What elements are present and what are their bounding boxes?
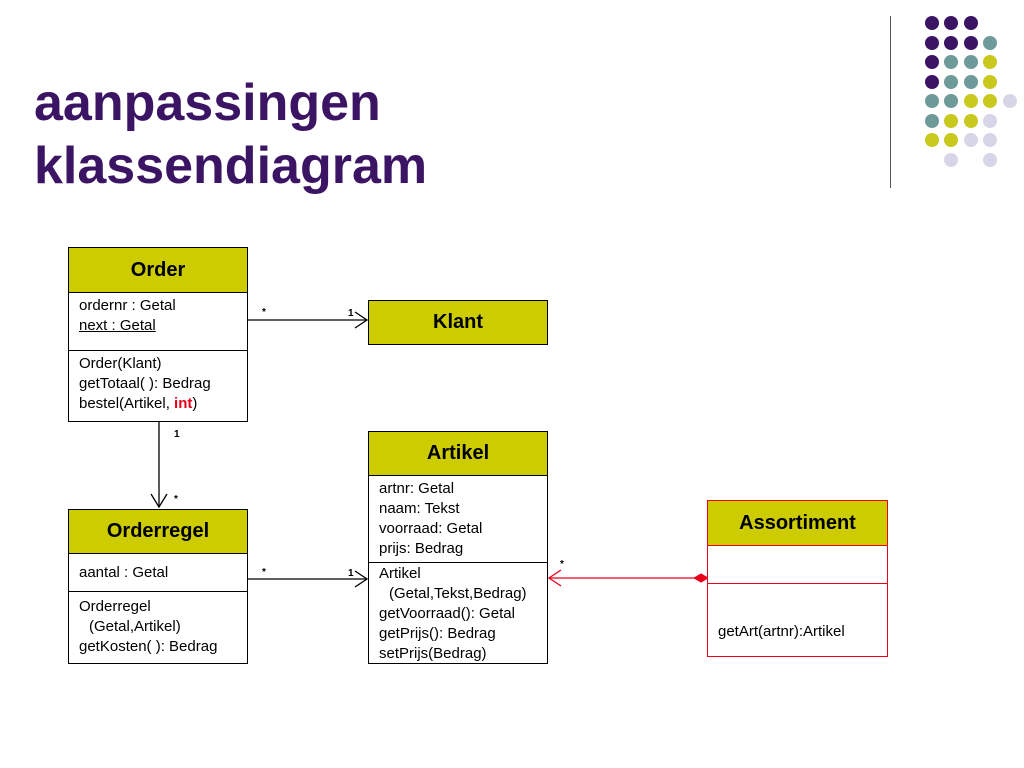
assortiment-artikel-arrowhead [547, 569, 562, 587]
artikel-op-constructor-params: (Getal,Tekst,Bedrag) [389, 585, 527, 602]
decorative-dot [924, 35, 939, 50]
order-op-bestel-suffix: ) [192, 395, 198, 412]
class-orderregel-attributes: aantal : Getal [69, 554, 247, 592]
class-artikel-name: Artikel [369, 432, 547, 476]
orderregel-op-constructor: Orderregel [79, 598, 151, 615]
class-orderregel-operations: Orderregel (Getal,Artikel) getKosten( ):… [69, 592, 247, 660]
decorative-dot [963, 74, 978, 89]
artikel-attr-artnr: artnr: Getal [379, 480, 455, 497]
assortiment-aggregation-diamond [692, 573, 710, 583]
artikel-op-getprijs: getPrijs(): Bedrag [379, 625, 496, 642]
decorative-dot [983, 113, 997, 128]
artikel-attr-voorraad: voorraad: Getal [379, 520, 483, 537]
mult-order-orderregel-from: 1 [174, 429, 180, 440]
decorative-dot [983, 74, 997, 89]
mult-order-klant-from: * [262, 307, 266, 318]
decorative-dot [944, 16, 958, 30]
decorative-dot [944, 55, 958, 69]
slide-title-line-2: klassendiagram [34, 137, 428, 195]
artikel-op-setprijs: setPrijs(Bedrag) [379, 645, 487, 662]
class-order: Order ordernr : Getal next : Getal Order… [68, 247, 248, 422]
class-assortiment: Assortiment getArt(artnr):Artikel [707, 500, 888, 657]
decorative-dot [963, 113, 978, 128]
artikel-op-getvoorraad: getVoorraad(): Getal [379, 605, 515, 622]
order-attr-ordernr: ordernr : Getal [79, 297, 176, 314]
order-orderregel-arrowhead [150, 493, 168, 509]
order-attr-next: next : Getal [79, 317, 156, 334]
orderregel-artikel-arrowhead [354, 570, 369, 588]
orderregel-op-getkosten: getKosten( ): Bedrag [79, 638, 218, 655]
order-op-constructor: Order(Klant) [79, 355, 162, 372]
decorative-dot [944, 152, 958, 167]
orderregel-op-constructor-params: (Getal,Artikel) [89, 618, 181, 635]
order-op-bestel: bestel(Artikel, int) [79, 394, 237, 414]
decorative-dot [924, 74, 939, 89]
artikel-op-constructor: Artikel [379, 565, 421, 582]
class-orderregel: Orderregel aantal : Getal Orderregel (Ge… [68, 509, 248, 664]
class-assortiment-attributes [708, 546, 887, 584]
mult-orderregel-artikel-to: 1 [348, 568, 354, 579]
decorative-dot [924, 94, 939, 108]
class-assortiment-name: Assortiment [708, 501, 887, 546]
decorative-dot [924, 16, 939, 30]
artikel-attr-naam: naam: Tekst [379, 500, 460, 517]
decorative-dot [1002, 94, 1017, 108]
mult-order-klant-to: 1 [348, 308, 354, 319]
class-klant-name: Klant [369, 301, 547, 344]
decorative-dot [924, 113, 939, 128]
decorative-dot [963, 35, 978, 50]
order-klant-arrowhead [354, 311, 369, 329]
decorative-dot [983, 152, 997, 167]
decorative-dot [983, 55, 997, 69]
assortiment-op-getart: getArt(artnr):Artikel [718, 623, 845, 640]
order-op-bestel-prefix: bestel(Artikel, [79, 395, 175, 412]
decorative-dot [963, 16, 978, 30]
class-artikel-operations: Artikel (Getal,Tekst,Bedrag) getVoorraad… [369, 563, 547, 667]
class-artikel-attributes: artnr: Getal naam: Tekst voorraad: Getal… [369, 476, 547, 563]
order-op-gettotaal: getTotaal( ): Bedrag [79, 375, 211, 392]
class-order-operations: Order(Klant) getTotaal( ): Bedrag bestel… [69, 351, 247, 417]
decorative-dot [983, 133, 997, 147]
class-klant: Klant [368, 300, 548, 345]
class-orderregel-name: Orderregel [69, 510, 247, 554]
decorative-dot [944, 94, 958, 108]
decorative-dot [983, 35, 997, 50]
decorative-dot [924, 55, 939, 69]
mult-orderregel-artikel-from: * [262, 567, 266, 578]
artikel-attr-prijs: prijs: Bedrag [379, 540, 464, 557]
class-artikel: Artikel artnr: Getal naam: Tekst voorraa… [368, 431, 548, 664]
decorative-dot [963, 94, 978, 108]
orderregel-attr-aantal: aantal : Getal [79, 564, 169, 581]
decorative-dot [944, 113, 958, 128]
decorative-dot [944, 35, 958, 50]
mult-order-orderregel-to: * [174, 494, 178, 505]
decorative-dot [944, 133, 958, 147]
vertical-divider [890, 16, 891, 188]
slide-title: aanpassingen klassendiagram [34, 72, 427, 198]
decorative-dot [944, 74, 958, 89]
slide-title-line-1: aanpassingen [34, 74, 381, 132]
class-order-attributes: ordernr : Getal next : Getal [69, 293, 247, 351]
decorative-dot [963, 133, 978, 147]
mult-assortiment-artikel-to: * [560, 559, 564, 570]
order-op-bestel-int: int [174, 395, 193, 412]
decorative-dot [963, 55, 978, 69]
decorative-dot [983, 94, 997, 108]
class-order-name: Order [69, 248, 247, 293]
decorative-dot [924, 133, 939, 147]
class-assortiment-operations: getArt(artnr):Artikel [708, 584, 887, 645]
